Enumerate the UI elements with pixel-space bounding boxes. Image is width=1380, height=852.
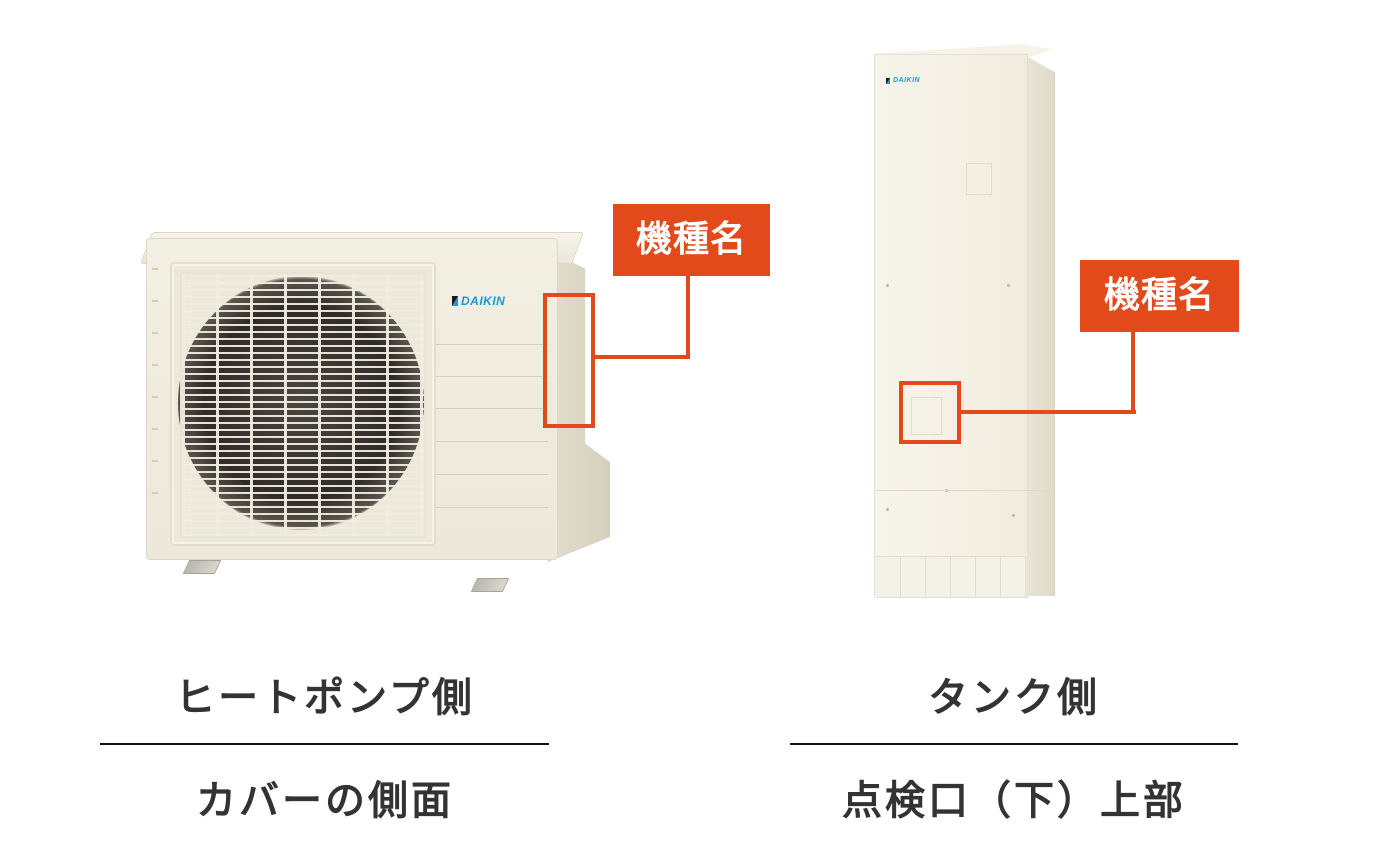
side-vent [152, 332, 158, 334]
daikin-mark-icon [886, 77, 890, 84]
side-vent [152, 396, 158, 398]
heat-pump-caption-divider [100, 743, 549, 745]
panel-seam [436, 344, 548, 345]
screw [1007, 284, 1010, 287]
screw [886, 508, 889, 511]
tank-front [874, 54, 1028, 598]
panel-seam [436, 441, 548, 442]
model-name-label: 機種名 [1080, 260, 1239, 332]
screw [1012, 514, 1015, 517]
daikin-mark-icon [452, 296, 458, 306]
side-vent [152, 460, 158, 462]
heat-pump-model-location-highlight [543, 293, 595, 428]
tank-side [1026, 56, 1055, 596]
heat-pump-caption-location: カバーの側面 [196, 778, 454, 824]
callout-connector-vertical [1131, 332, 1135, 414]
side-vent [152, 492, 158, 494]
mounting-foot [182, 560, 222, 574]
tank-base-skirt [876, 556, 1026, 597]
side-vent [152, 268, 158, 270]
panel-seam [436, 376, 548, 377]
daikin-logo: DAIKIN [886, 77, 920, 84]
panel-seam [436, 507, 548, 508]
daikin-logo: DAIKIN [452, 294, 505, 308]
tank-caption-title: タンク側 [928, 675, 1100, 721]
tank-caption-location: 点検口（下）上部 [842, 778, 1186, 824]
callout-connector-vertical [686, 276, 690, 359]
lower-inspection-panel [911, 397, 942, 435]
side-vent [152, 364, 158, 366]
tank-model-location-highlight [899, 381, 961, 444]
tank-caption-divider [790, 743, 1238, 745]
callout-connector-horizontal [960, 410, 1136, 414]
side-vent [152, 300, 158, 302]
upper-inspection-panel [966, 163, 992, 195]
panel-seam [436, 408, 548, 409]
side-vent [152, 428, 158, 430]
panel-seam [876, 490, 1052, 491]
panel-seam [436, 474, 548, 475]
callout-connector-horizontal [594, 355, 690, 359]
mounting-foot [470, 578, 510, 592]
screw [886, 284, 889, 287]
model-name-label: 機種名 [613, 204, 770, 276]
heat-pump-caption-title: ヒートポンプ側 [175, 675, 475, 721]
fan-grille [180, 272, 426, 538]
